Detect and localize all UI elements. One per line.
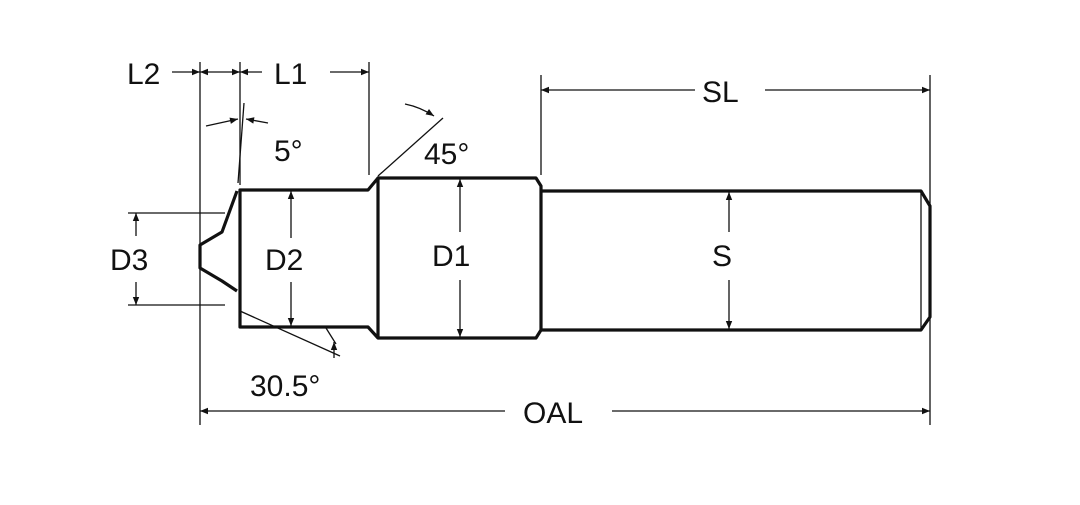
label-angle-30-5: 30.5° — [250, 370, 320, 403]
angle-5-arrows — [205, 117, 239, 127]
d1-body — [378, 176, 543, 340]
label-d2: D2 — [265, 244, 303, 277]
label-d3: D3 — [110, 244, 148, 277]
extension-lines — [128, 62, 931, 425]
label-l1: L1 — [274, 58, 307, 91]
pilot-tip — [198, 190, 239, 293]
label-sl: SL — [702, 76, 739, 109]
dimension-lines — [132, 68, 930, 415]
label-d1: D1 — [432, 240, 470, 273]
label-s: S — [712, 240, 732, 273]
part-outline — [198, 176, 932, 340]
label-angle-45: 45° — [424, 138, 469, 171]
shank — [541, 189, 932, 332]
label-angle-5: 5° — [274, 135, 303, 168]
angle-45-arrow — [404, 103, 435, 117]
labels: L2 L1 SL 5° 45° D3 D2 D1 S 30.5° OAL — [110, 58, 739, 430]
label-oal: OAL — [523, 397, 583, 430]
label-l2: L2 — [127, 58, 160, 91]
d2-section — [238, 176, 380, 340]
